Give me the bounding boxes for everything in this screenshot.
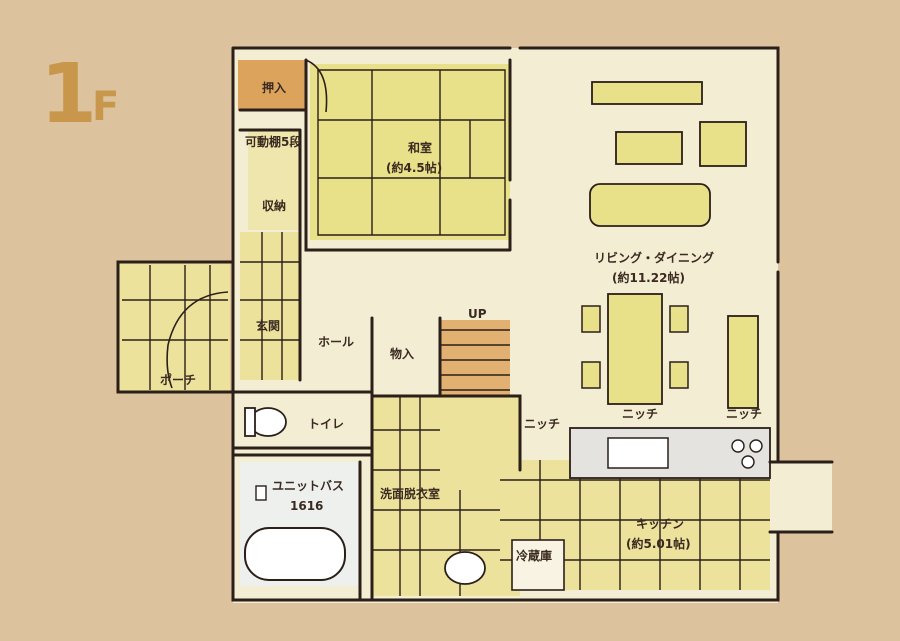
- label-living: リビング・ダイニング: [594, 250, 714, 265]
- kitchen-tile-lines: [500, 460, 770, 590]
- entrance-room: [240, 232, 300, 380]
- label-niche-2: ニッチ: [622, 407, 658, 421]
- label-washroom: 洗面脱衣室: [380, 486, 440, 501]
- entrance-tile-lines: [240, 232, 300, 380]
- stove-burner-1: [731, 439, 745, 453]
- room-labels: 押入 和室 (約4.5帖) 可動棚5段 収納 リビング・ダイニング (約11.2…: [160, 80, 762, 563]
- label-niche-3: ニッチ: [726, 407, 762, 421]
- label-entrance: 玄関: [256, 318, 280, 333]
- wash-basin: [444, 551, 486, 585]
- label-storage: 収納: [262, 198, 286, 213]
- chair-3: [669, 305, 689, 333]
- label-niche-1: ニッチ: [524, 417, 560, 431]
- kitchen-room: [500, 427, 771, 591]
- washroom-tile-lines: [372, 396, 500, 596]
- label-bath-size: 1616: [290, 499, 323, 513]
- porch-door-arc: [166, 291, 229, 389]
- chair-4: [669, 361, 689, 389]
- storage-area: [248, 130, 300, 230]
- floor-number: 1: [40, 47, 97, 142]
- kitchen-door-area: [770, 462, 832, 532]
- label-living-size: (約11.22帖): [612, 270, 685, 285]
- chair-2: [581, 361, 601, 389]
- shower-fixture: [255, 485, 267, 501]
- oshiire-area: [238, 60, 306, 110]
- living-room: [581, 81, 759, 409]
- label-closet: 物入: [390, 346, 414, 361]
- toilet-wall: [231, 390, 374, 457]
- bath-room: [240, 462, 358, 586]
- kitchen-door-wall: [768, 460, 834, 534]
- stove-burner-2: [749, 439, 763, 453]
- label-washitsu-size: (約4.5帖): [386, 160, 442, 175]
- label-kitchen: キッチン: [636, 517, 684, 531]
- stove-burner-3: [741, 455, 755, 469]
- outer-wall: [231, 46, 780, 602]
- label-shelf: 可動棚5段: [245, 134, 302, 149]
- low-table: [615, 131, 683, 165]
- kitchen-counter: [569, 427, 771, 479]
- sofa: [589, 183, 711, 227]
- label-toilet: トイレ: [308, 417, 344, 431]
- entrance-floor: [240, 232, 300, 380]
- washitsu-room: [310, 64, 510, 240]
- walls: [116, 46, 834, 602]
- hall-wall: [370, 316, 522, 602]
- label-kitchen-size: (約5.01帖): [626, 536, 691, 551]
- tatami-floor: [310, 64, 510, 240]
- floor-suffix: F: [92, 84, 119, 130]
- side-cabinet: [727, 315, 759, 409]
- storage-wall: [238, 108, 308, 382]
- porch-wall: [116, 260, 235, 394]
- porch-tile-lines: [122, 265, 228, 390]
- chair-1: [581, 305, 601, 333]
- toilet-tank: [244, 407, 256, 437]
- armchair: [699, 121, 747, 167]
- bathtub: [244, 527, 346, 581]
- tv-board: [591, 81, 703, 105]
- label-hall: ホール: [318, 335, 354, 349]
- washitsu-wall: [304, 58, 512, 252]
- toilet-room: [244, 407, 287, 437]
- label-washitsu: 和室: [407, 140, 432, 155]
- floor-label: 1 F: [40, 47, 119, 142]
- label-fridge: 冷蔵庫: [516, 548, 552, 563]
- label-porch: ポーチ: [160, 372, 196, 387]
- kitchen-sink: [607, 437, 669, 469]
- washroom: [372, 396, 520, 596]
- dining-table: [607, 293, 663, 405]
- label-oshiire: 押入: [262, 80, 286, 95]
- label-stairs-up: UP: [468, 307, 487, 321]
- label-bath: ユニットバス: [272, 479, 344, 493]
- oshiire-door-arc: [305, 59, 328, 113]
- fridge-box: [511, 539, 565, 591]
- tatami-lines: [317, 69, 506, 236]
